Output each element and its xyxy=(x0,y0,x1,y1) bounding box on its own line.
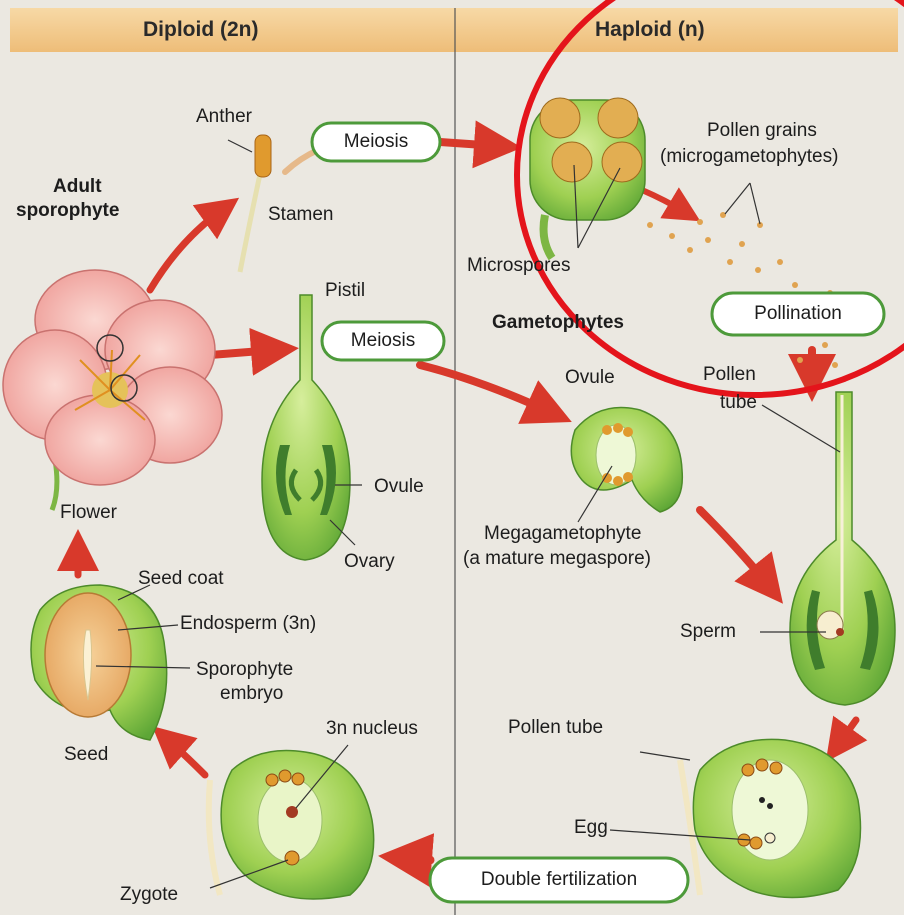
pollen-leader-lines xyxy=(725,183,760,224)
pistil-label: Pistil xyxy=(325,280,365,302)
pollination-label: Pollination xyxy=(712,303,884,325)
flower-label: Flower xyxy=(60,502,117,524)
pollen-grains-label-line1: Pollen grains xyxy=(707,120,817,142)
pollen-grain-dots xyxy=(647,212,838,368)
3n-nucleus-label: 3n nucleus xyxy=(326,718,418,740)
seed-coat-label: Seed coat xyxy=(138,568,224,590)
seed-illustration xyxy=(31,585,190,740)
ovule-right-label: Ovule xyxy=(565,367,615,389)
adult-sporophyte-label-line1: Adult xyxy=(53,176,102,198)
megagametophyte-label-line2: (a mature megaspore) xyxy=(463,548,651,570)
adult-sporophyte-label-line2: sporophyte xyxy=(16,200,119,222)
pollen-tube-top-label-line1: Pollen xyxy=(703,364,756,386)
seed-label: Seed xyxy=(64,744,108,766)
megagametophyte-ovule-illustration xyxy=(571,408,682,523)
megagametophyte-label-line1: Megagametophyte xyxy=(484,523,641,545)
diploid-header: Diploid (2n) xyxy=(143,18,258,42)
meiosis-mid-label: Meiosis xyxy=(322,330,444,352)
endosperm-label: Endosperm (3n) xyxy=(180,613,316,635)
ovule-left-label: Ovule xyxy=(374,476,424,498)
gametophytes-label: Gametophytes xyxy=(492,312,624,334)
microspores-label: Microspores xyxy=(467,255,570,277)
sporophyte-embryo-label-line1: Sporophyte xyxy=(196,659,293,681)
zygote-ovule-illustration xyxy=(209,745,374,899)
stamen-label: Stamen xyxy=(268,204,333,226)
sperm-label: Sperm xyxy=(680,621,736,643)
flower-illustration xyxy=(3,270,222,510)
haploid-header: Haploid (n) xyxy=(595,18,705,42)
meiosis-top-label: Meiosis xyxy=(312,131,440,153)
sporophyte-embryo-label-line2: embryo xyxy=(220,683,283,705)
egg-label: Egg xyxy=(574,817,608,839)
pollen-grains-label-line2: (microgametophytes) xyxy=(660,146,838,168)
zygote-label: Zygote xyxy=(120,884,178,906)
double-fertilization-label: Double fertilization xyxy=(430,869,688,891)
anther-cross-section xyxy=(530,98,645,258)
anther-label: Anther xyxy=(196,106,252,128)
pollen-tube-bottom-label: Pollen tube xyxy=(508,717,603,739)
pollinated-pistil-illustration xyxy=(760,392,895,705)
stamen-illustration xyxy=(228,135,271,272)
pollen-tube-top-label-line2: tube xyxy=(720,392,757,414)
ovary-label: Ovary xyxy=(344,551,395,573)
